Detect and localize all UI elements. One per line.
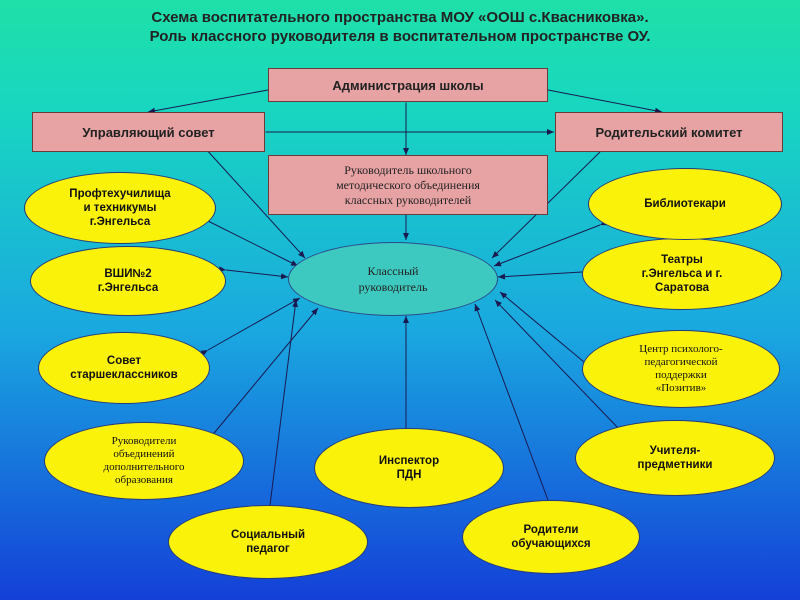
psych-center-ellipse: Центр психолого- педагогической поддержк…	[582, 330, 780, 408]
title-line-2: Роль классного руководителя в воспитател…	[149, 28, 651, 45]
parents-label: Родители обучающихся	[511, 524, 591, 550]
arrow-colleges-center	[188, 209, 299, 267]
administration-label: Администрация школы	[332, 77, 484, 93]
social-pedagogue-label: Социальный педагог	[230, 529, 306, 555]
governing-council-label: Управляющий совет	[82, 124, 215, 140]
subject-teachers-label: Учителя- предметники	[637, 445, 713, 471]
psych-center-label: Центр психолого- педагогической поддержк…	[639, 343, 723, 394]
school2-ellipse: ВШИ№2 г.Энгельса	[30, 246, 226, 316]
methodical-association-label: Руководитель школьного методического объ…	[336, 162, 480, 207]
colleges-ellipse: Профтехучилища и техникумы г.Энгельса	[24, 172, 216, 244]
diagram-title: Схема воспитательного пространства МОУ «…	[0, 8, 800, 46]
social-pedagogue-ellipse: Социальный педагог	[168, 505, 368, 579]
theatres-label: Театры г.Энгельса и г. Саратова	[641, 254, 723, 294]
class-teacher-label: Классный руководитель	[358, 264, 428, 294]
arrow-additional-edu-center	[203, 307, 319, 446]
parent-committee-label: Родительский комитет	[595, 124, 743, 140]
librarians-ellipse: Библиотекари	[588, 168, 782, 240]
colleges-label: Профтехучилища и техникумы г.Энгельса	[69, 188, 171, 228]
arrow-social-pedagogue-center	[266, 299, 299, 513]
additional-education-ellipse: Руководители объединений дополнительного…	[44, 422, 244, 500]
school2-label: ВШИ№2 г.Энгельса	[97, 268, 159, 294]
pdn-inspector-ellipse: Инспектор ПДН	[314, 428, 504, 508]
administration-box: Администрация школы	[268, 68, 548, 102]
title-line-1: Схема воспитательного пространства МОУ «…	[151, 9, 649, 26]
pdn-inspector-label: Инспектор ПДН	[378, 455, 440, 481]
arrow-admin-governing	[147, 89, 269, 114]
arrow-senior-council-center	[200, 297, 301, 357]
senior-council-ellipse: Совет старшеклассников	[38, 332, 210, 404]
arrow-theatres-center	[497, 268, 590, 280]
librarians-label: Библиотекари	[644, 198, 726, 210]
parents-ellipse: Родители обучающихся	[462, 500, 640, 574]
arrow-school2-center	[218, 266, 289, 280]
subject-teachers-ellipse: Учителя- предметники	[575, 420, 775, 496]
class-teacher-center: Классный руководитель	[288, 242, 498, 316]
theatres-ellipse: Театры г.Энгельса и г. Саратова	[582, 238, 782, 310]
arrow-admin-parents-committee	[547, 89, 663, 114]
methodical-association-box: Руководитель школьного методического объ…	[268, 155, 548, 215]
arrow-psych-center-center	[499, 291, 592, 369]
arrow-librarians-center	[493, 219, 608, 267]
additional-education-label: Руководители объединений дополнительного…	[103, 435, 185, 486]
governing-council-box: Управляющий совет	[32, 112, 265, 152]
senior-council-label: Совет старшеклассников	[70, 355, 178, 381]
parent-committee-box: Родительский комитет	[555, 112, 783, 152]
